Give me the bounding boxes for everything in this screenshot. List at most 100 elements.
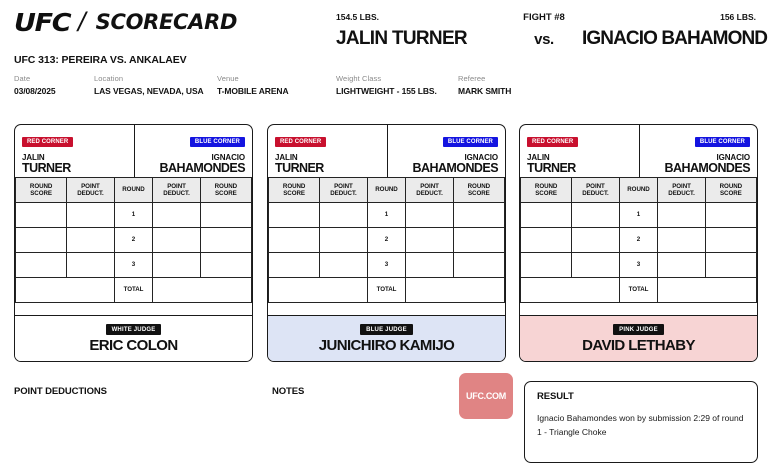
table-total-row: TOTAL	[268, 277, 505, 303]
red-total-cell[interactable]	[268, 277, 368, 303]
blue-round-score-cell[interactable]	[704, 202, 757, 228]
blue-fighter-last-name: BAHAMONDES	[412, 161, 499, 176]
table-total-row: TOTAL	[520, 277, 757, 303]
blue-round-score-cell[interactable]	[704, 227, 757, 253]
red-round-score-cell[interactable]	[520, 202, 573, 228]
table-row: 3	[15, 252, 252, 278]
ufc-wordmark: UFC	[14, 8, 72, 37]
blue-fighter-first-name: IGNACIO	[464, 153, 498, 162]
blue-total-cell[interactable]	[152, 277, 252, 303]
round-number-cell: 2	[113, 227, 154, 253]
red-round-score-cell[interactable]	[520, 252, 573, 278]
red-round-score-cell[interactable]	[520, 227, 573, 253]
table-row: 1	[15, 202, 252, 228]
ufc-com-badge: UFC.COM	[459, 373, 513, 419]
blue-fighter-name: IGNACIO BAHAMONDES	[582, 28, 768, 49]
blue-round-score-cell[interactable]	[452, 202, 505, 228]
blue-point-deduct-cell[interactable]	[152, 202, 201, 228]
red-point-deduct-cell[interactable]	[571, 227, 620, 253]
red-corner-badge: RED CORNER	[275, 137, 327, 147]
total-label-cell: TOTAL	[366, 277, 407, 303]
red-point-deduct-cell[interactable]	[66, 227, 115, 253]
red-round-score-cell[interactable]	[268, 227, 321, 253]
ufc-com-badge-text: UFC.COM	[466, 391, 506, 401]
red-point-deduct-cell[interactable]	[319, 252, 368, 278]
red-point-deduct-cell[interactable]	[571, 202, 620, 228]
blue-round-score-cell[interactable]	[452, 252, 505, 278]
event-meta-row: Date 03/08/2025 Location LAS VEGAS, NEVA…	[14, 74, 337, 96]
meta-weight-class-value: LIGHTWEIGHT - 155 LBS.	[336, 86, 437, 96]
blue-point-deduct-cell[interactable]	[405, 227, 454, 253]
blue-point-deduct-cell[interactable]	[657, 202, 706, 228]
blue-round-score-cell[interactable]	[452, 227, 505, 253]
blue-round-score-cell[interactable]	[199, 227, 252, 253]
result-text: Ignacio Bahamondes won by submission 2:2…	[537, 413, 744, 438]
red-round-score-cell[interactable]	[15, 202, 68, 228]
blue-point-deduct-cell[interactable]	[657, 227, 706, 253]
fight-number: FIGHT #8	[523, 12, 565, 23]
logo-divider-slash: /	[75, 7, 89, 37]
meta-referee-label: Referee	[458, 74, 486, 83]
blue-round-score-cell[interactable]	[199, 202, 252, 228]
judge-name: DAVID LETHABY	[582, 336, 695, 354]
versus-label: vs.	[534, 31, 554, 48]
red-point-deduct-cell[interactable]	[319, 202, 368, 228]
table-row: 2	[15, 227, 252, 253]
blue-total-cell[interactable]	[657, 277, 757, 303]
blue-fighter-first-name: IGNACIO	[211, 153, 245, 162]
red-fighter-last-name: TURNER	[22, 161, 71, 176]
red-point-deduct-cell[interactable]	[319, 227, 368, 253]
red-total-cell[interactable]	[15, 277, 115, 303]
meta-venue-value: T-MOBILE ARENA	[217, 86, 289, 96]
meta-weight-class: Weight Class LIGHTWEIGHT - 155 LBS.	[336, 74, 458, 96]
meta-location-label: Location	[94, 74, 124, 83]
red-total-cell[interactable]	[520, 277, 620, 303]
blue-round-score-cell[interactable]	[704, 252, 757, 278]
blue-point-deduct-cell[interactable]	[152, 252, 201, 278]
judge-name: JUNICHIRO KAMIJO	[318, 336, 455, 354]
col-round: ROUND	[366, 177, 407, 203]
blue-point-deduct-cell[interactable]	[405, 202, 454, 228]
page-header: UFC / SCORECARD UFC 313: PEREIRA VS. ANK…	[0, 0, 768, 112]
red-fighter-last-name: TURNER	[527, 161, 576, 176]
blue-point-deduct-cell[interactable]	[657, 252, 706, 278]
blue-total-cell[interactable]	[405, 277, 505, 303]
red-point-deduct-cell[interactable]	[66, 202, 115, 228]
meta-date: Date 03/08/2025	[14, 74, 94, 96]
meta-date-label: Date	[14, 74, 31, 83]
blue-round-score-cell[interactable]	[199, 252, 252, 278]
point-deductions-label: POINT DEDUCTIONS	[14, 386, 107, 397]
blue-point-deduct-cell[interactable]	[405, 252, 454, 278]
result-box: RESULT Ignacio Bahamondes won by submiss…	[524, 381, 758, 463]
scorecard-wordmark: SCORECARD	[95, 10, 238, 34]
meta-date-value: 03/08/2025	[14, 86, 56, 96]
red-round-score-cell[interactable]	[15, 227, 68, 253]
red-fighter-last-name: TURNER	[275, 161, 324, 176]
bout-header: 154.5 LBS. FIGHT #8 156 LBS. JALIN TURNE…	[330, 8, 768, 64]
red-round-score-cell[interactable]	[268, 202, 321, 228]
red-point-deduct-cell[interactable]	[571, 252, 620, 278]
blue-fighter-last-name: BAHAMONDES	[664, 161, 751, 176]
red-round-score-cell[interactable]	[15, 252, 68, 278]
total-label-cell: TOTAL	[618, 277, 659, 303]
red-fighter-first-name: JALIN	[527, 153, 550, 162]
blue-point-deduct-cell[interactable]	[152, 227, 201, 253]
red-point-deduct-cell[interactable]	[66, 252, 115, 278]
round-number-cell: 1	[366, 202, 407, 228]
meta-venue-label: Venue	[217, 74, 239, 83]
red-round-score-cell[interactable]	[268, 252, 321, 278]
table-row: 2	[268, 227, 505, 253]
